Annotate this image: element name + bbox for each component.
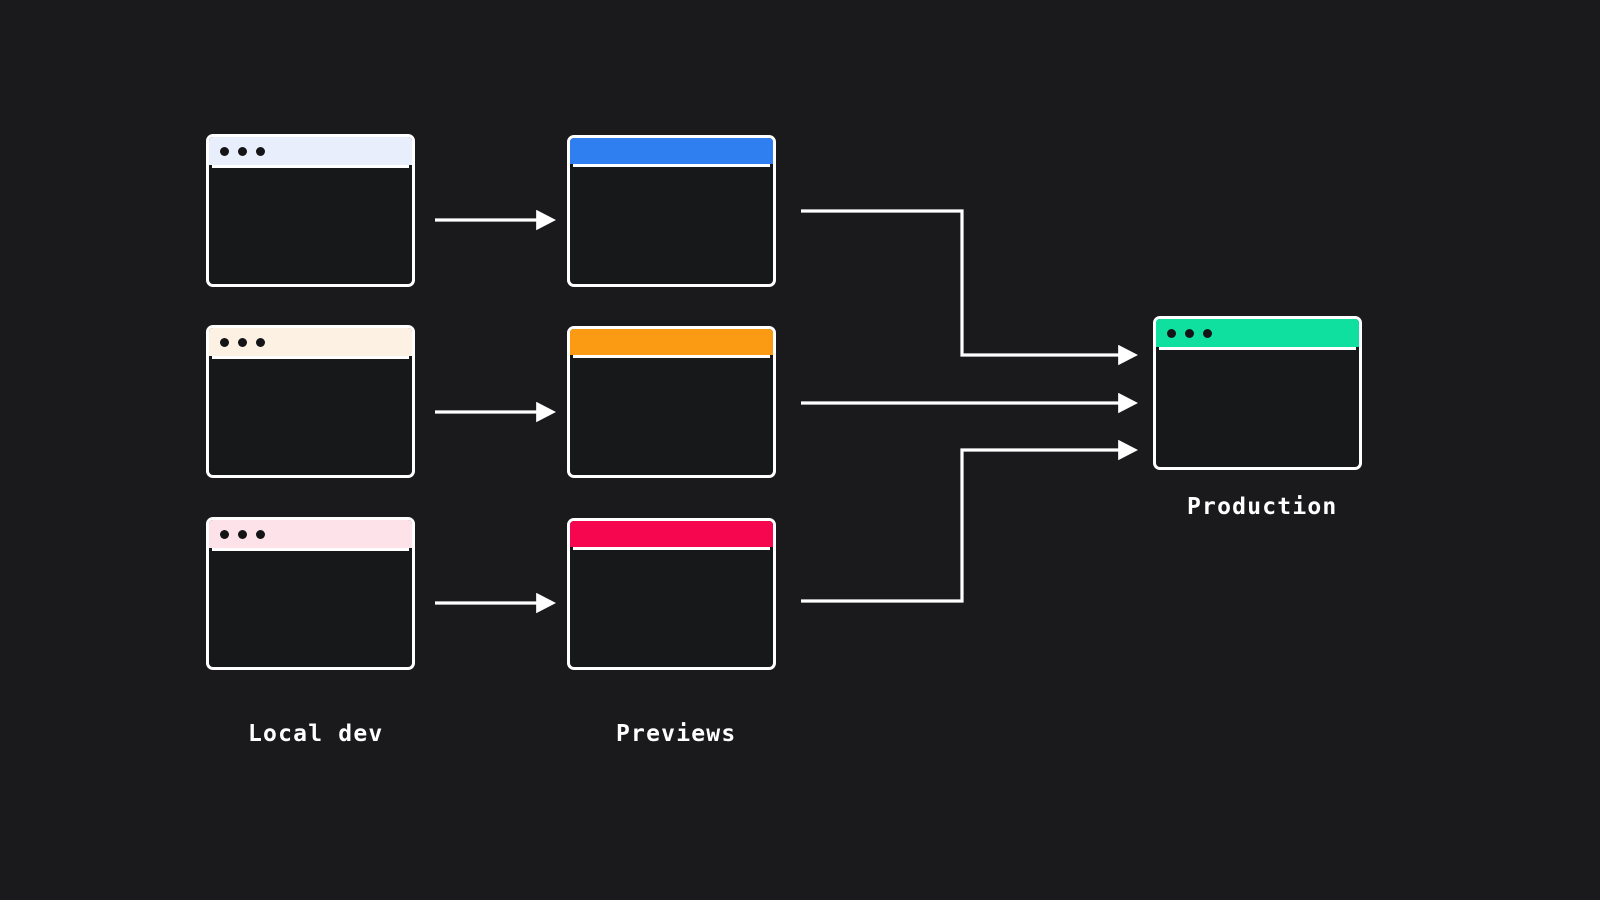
arrow-preview1-to-production — [801, 209, 1138, 366]
production-window-content — [1159, 347, 1356, 464]
window-dot-maximize-icon — [256, 337, 265, 347]
local-dev-window-2-content — [212, 356, 409, 472]
window-dot-close-icon — [220, 529, 229, 539]
preview-window-1-content — [573, 164, 770, 281]
local-dev-window-3-content — [212, 548, 409, 664]
preview-window-1[interactable] — [567, 135, 776, 287]
preview-window-1-titlebar — [570, 138, 773, 164]
local-dev-window-1-content — [212, 165, 409, 281]
preview-window-3-content — [573, 547, 770, 664]
window-dot-maximize-icon — [256, 529, 265, 539]
window-dot-maximize-icon — [256, 146, 265, 156]
window-dot-minimize-icon — [1185, 328, 1194, 338]
local-dev-window-3-titlebar — [209, 520, 412, 548]
window-dot-close-icon — [220, 337, 229, 347]
production-window[interactable] — [1153, 316, 1362, 470]
preview-window-2[interactable] — [567, 326, 776, 478]
local-dev-window-2[interactable] — [206, 325, 415, 478]
window-dot-maximize-icon — [1203, 328, 1212, 338]
window-dot-minimize-icon — [238, 337, 247, 347]
column-label-production: Production — [1187, 494, 1338, 520]
column-label-local-dev: Local dev — [248, 721, 384, 747]
column-label-previews: Previews — [616, 721, 737, 747]
local-dev-window-1-titlebar — [209, 137, 412, 165]
window-dot-minimize-icon — [238, 146, 247, 156]
window-dot-close-icon — [1167, 328, 1176, 338]
preview-window-3-titlebar — [570, 521, 773, 547]
local-dev-window-3[interactable] — [206, 517, 415, 670]
production-window-titlebar — [1156, 319, 1359, 347]
local-dev-window-1[interactable] — [206, 134, 415, 287]
preview-window-2-content — [573, 355, 770, 472]
local-dev-window-2-titlebar — [209, 328, 412, 356]
preview-window-3[interactable] — [567, 518, 776, 670]
arrow-preview3-to-production — [801, 439, 1138, 603]
window-dot-minimize-icon — [238, 529, 247, 539]
window-dot-close-icon — [220, 146, 229, 156]
preview-window-2-titlebar — [570, 329, 773, 355]
